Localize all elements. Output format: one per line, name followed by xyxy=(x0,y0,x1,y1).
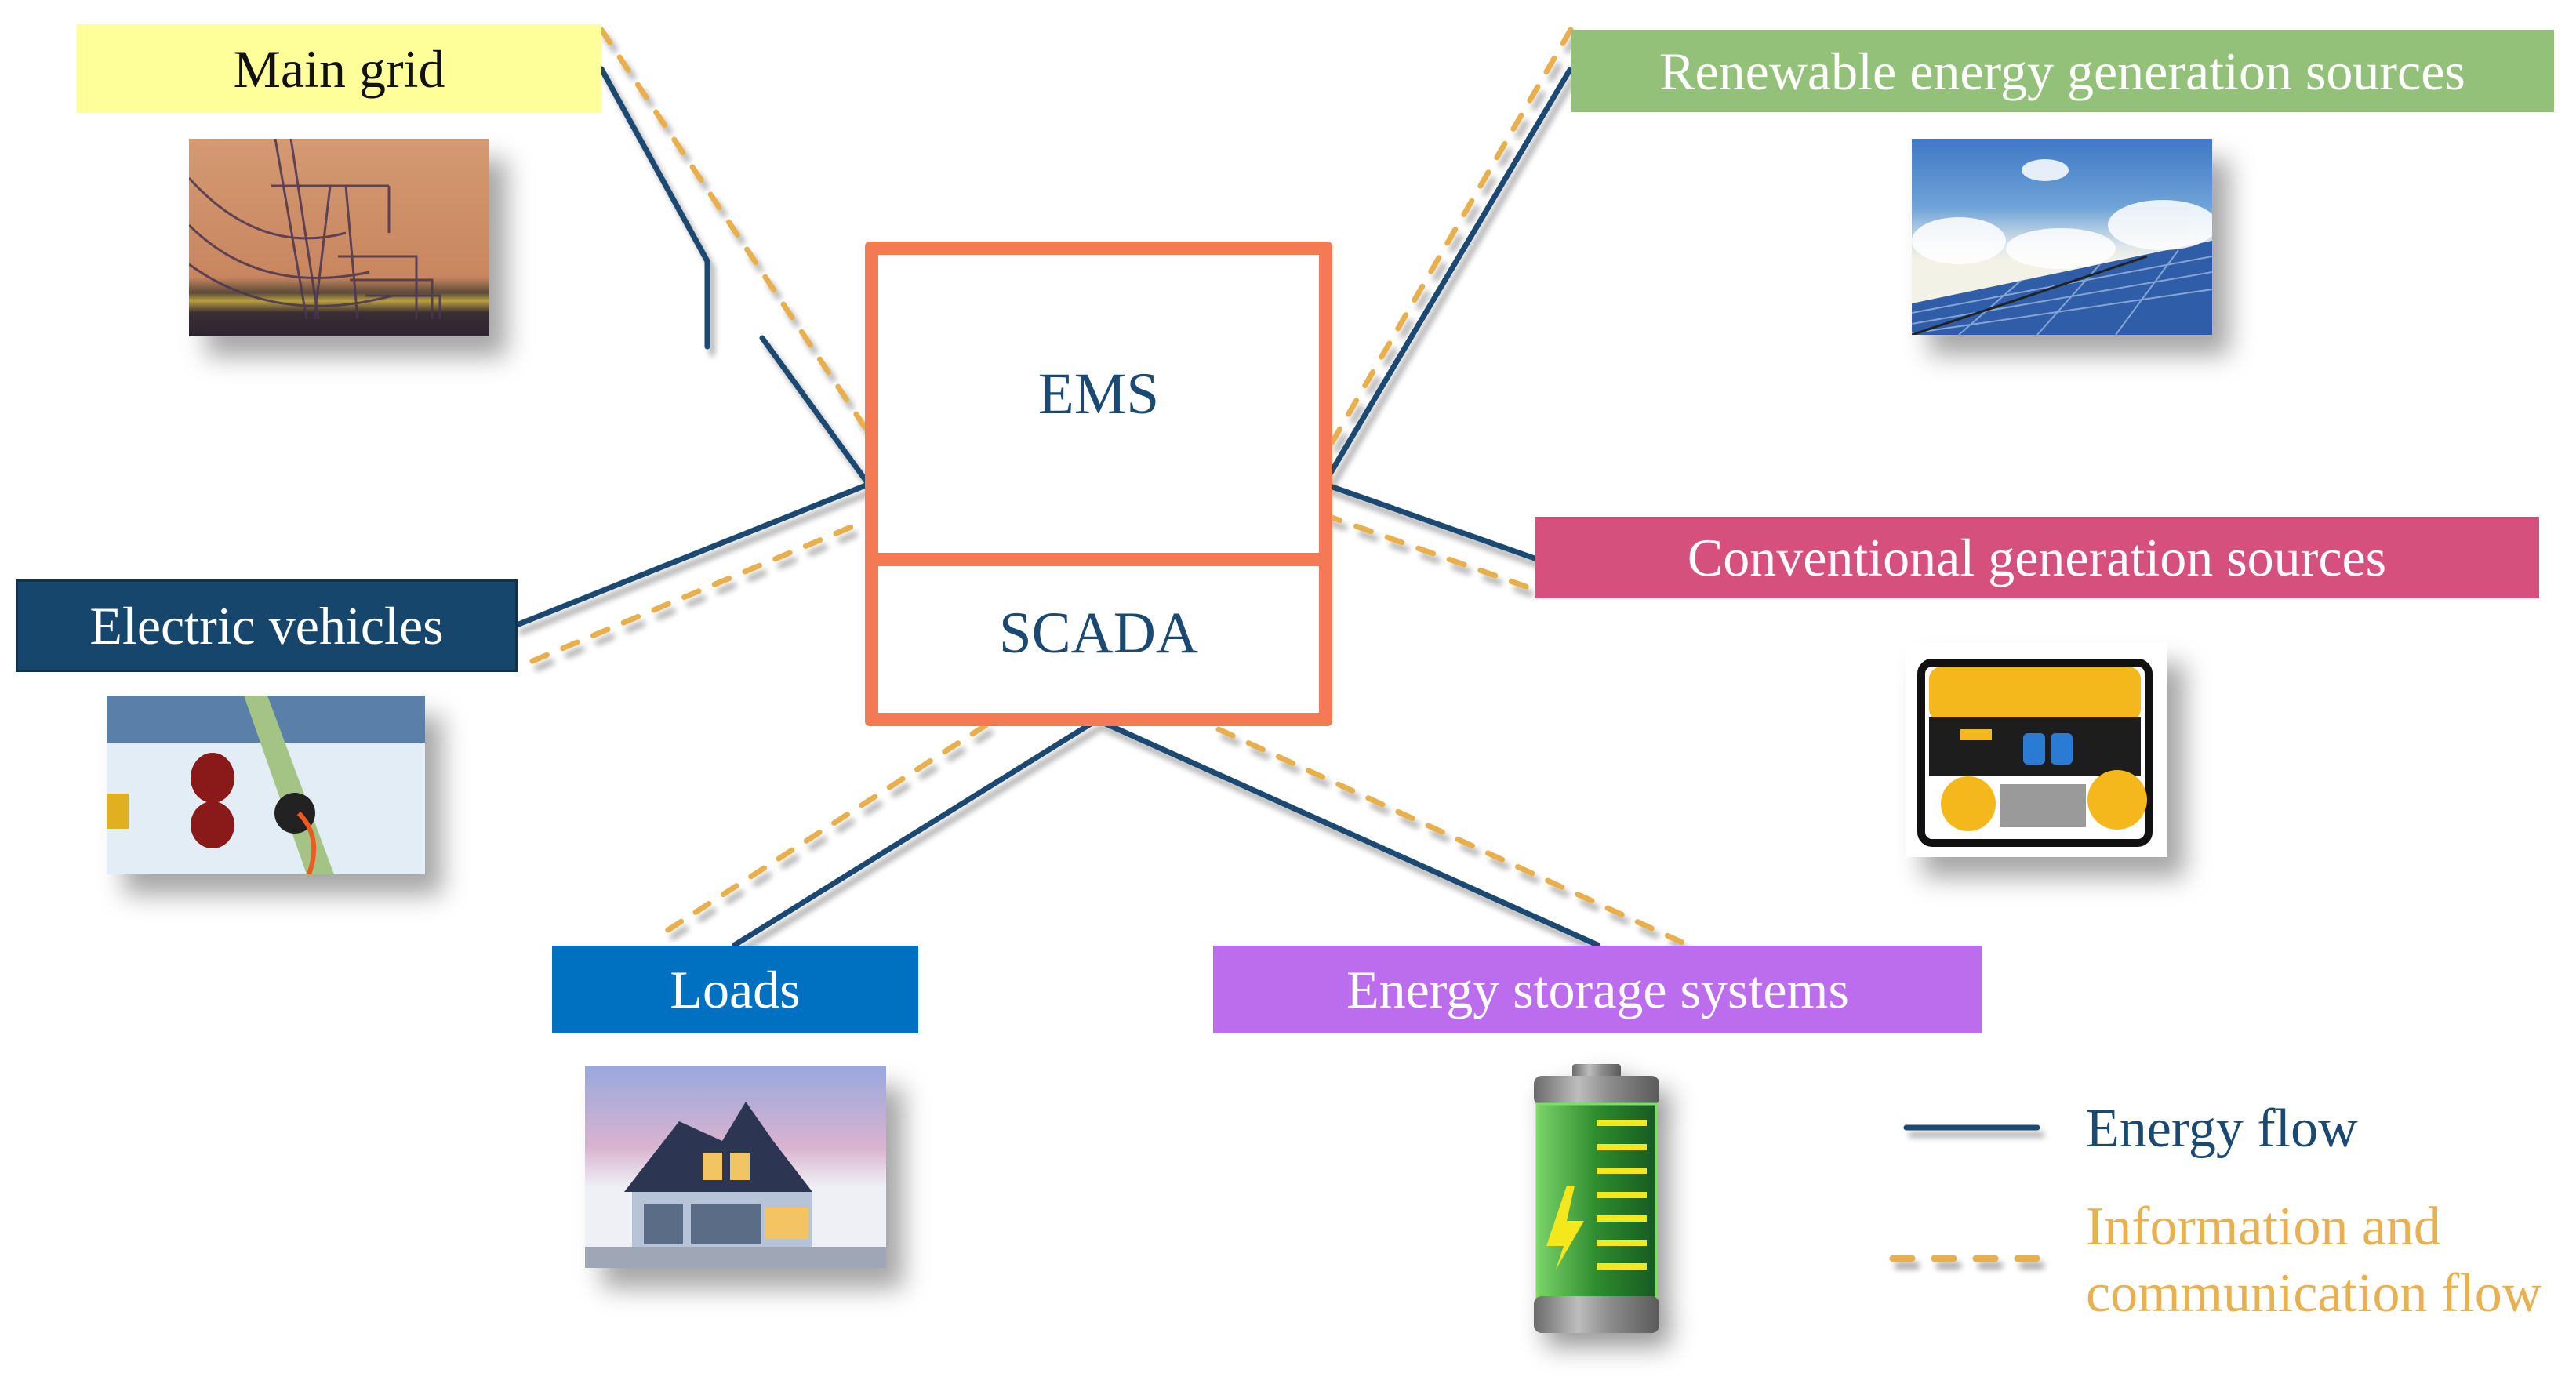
energy-line-storage xyxy=(1094,717,1600,948)
legend-info-flow-label-line1: Information and xyxy=(2086,1197,2441,1257)
loads-label[interactable]: Loads xyxy=(552,946,918,1033)
legend-energy-flow-label: Energy flow xyxy=(2086,1099,2358,1159)
transmission-towers-image xyxy=(189,139,489,336)
legend-info-flow-label-line2: communication flow xyxy=(2086,1263,2542,1324)
electric-vehicles-label[interactable]: Electric vehicles xyxy=(16,579,518,672)
conventional-sources-label-text: Conventional generation sources xyxy=(1687,528,2387,587)
energy-line-main-grid xyxy=(598,66,710,350)
scada-label: SCADA xyxy=(998,601,1199,666)
storage-label-text: Energy storage systems xyxy=(1346,960,1849,1019)
info-line-ev xyxy=(529,521,862,664)
info-line-storage xyxy=(1215,726,1691,948)
energy-line-conventional xyxy=(1321,481,1538,561)
ems-label: EMS xyxy=(1037,361,1160,427)
info-line-conventional xyxy=(1322,512,1538,593)
ev-charging-image xyxy=(107,696,425,874)
ems-scada-block[interactable] xyxy=(865,242,1332,726)
conventional-sources-label[interactable]: Conventional generation sources xyxy=(1535,517,2539,598)
storage-label[interactable]: Energy storage systems xyxy=(1213,946,1982,1033)
electric-vehicles-label-text: Electric vehicles xyxy=(89,596,444,656)
energy-line-main-grid-2 xyxy=(759,335,872,488)
renewable-sources-label[interactable]: Renewable energy generation sources xyxy=(1571,30,2554,112)
ems-scada-divider xyxy=(865,553,1332,566)
info-line-renewable xyxy=(1327,27,1574,449)
lightning-bolt xyxy=(1546,1186,1584,1270)
energy-line-ev xyxy=(514,481,873,628)
solar-panels-image xyxy=(1912,139,2212,335)
house-image xyxy=(585,1066,886,1268)
energy-line-loads xyxy=(732,717,1100,948)
loads-label-text: Loads xyxy=(670,960,801,1019)
info-line-main-grid xyxy=(598,27,868,430)
battery-icon xyxy=(1534,1064,1659,1333)
main-grid-label-text: Main grid xyxy=(233,38,445,99)
portable-generator-image xyxy=(1906,643,2167,857)
renewable-sources-label-text: Renewable energy generation sources xyxy=(1659,41,2465,101)
energy-line-renewable xyxy=(1321,67,1573,488)
main-grid-label[interactable]: Main grid xyxy=(77,24,601,113)
info-line-loads xyxy=(656,722,989,939)
